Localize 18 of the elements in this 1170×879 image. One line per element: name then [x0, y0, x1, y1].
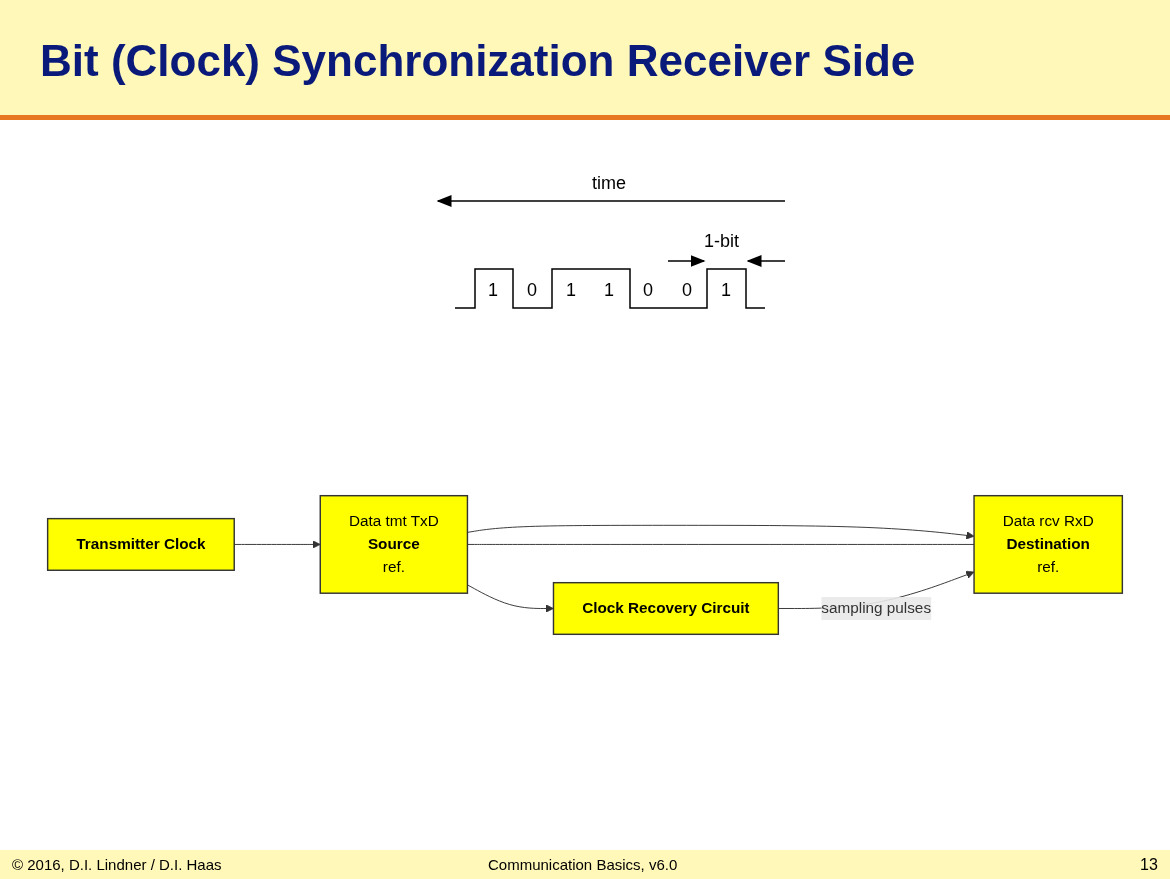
node-box: Transmitter Clock: [46, 517, 235, 571]
dimension-label: 1-bit: [704, 231, 739, 252]
bit-value: 1: [604, 280, 614, 301]
node-box: Data tmt TxD Source ref.: [319, 494, 469, 594]
axis-label: time: [592, 173, 626, 194]
bit-value: 0: [527, 280, 537, 301]
bit-value: 0: [682, 280, 692, 301]
bit-value: 0: [643, 280, 653, 301]
node-box: Clock Recovery Circuit: [552, 581, 780, 636]
copyright-text: © 2016, D.I. Lindner / D.I. Haas: [12, 856, 222, 873]
bit-value: 1: [566, 280, 576, 301]
bit-value: 1: [488, 280, 498, 301]
bit-value: 1: [721, 280, 731, 301]
page-number: 13: [1140, 856, 1158, 874]
node-box: Data rcv RxD Destination ref.: [973, 494, 1124, 594]
slide-title: Bit (Clock) Synchronization Receiver Side: [40, 36, 916, 86]
footer-text: Communication Basics, v6.0: [488, 856, 678, 873]
edge-label: sampling pulses: [821, 599, 932, 617]
